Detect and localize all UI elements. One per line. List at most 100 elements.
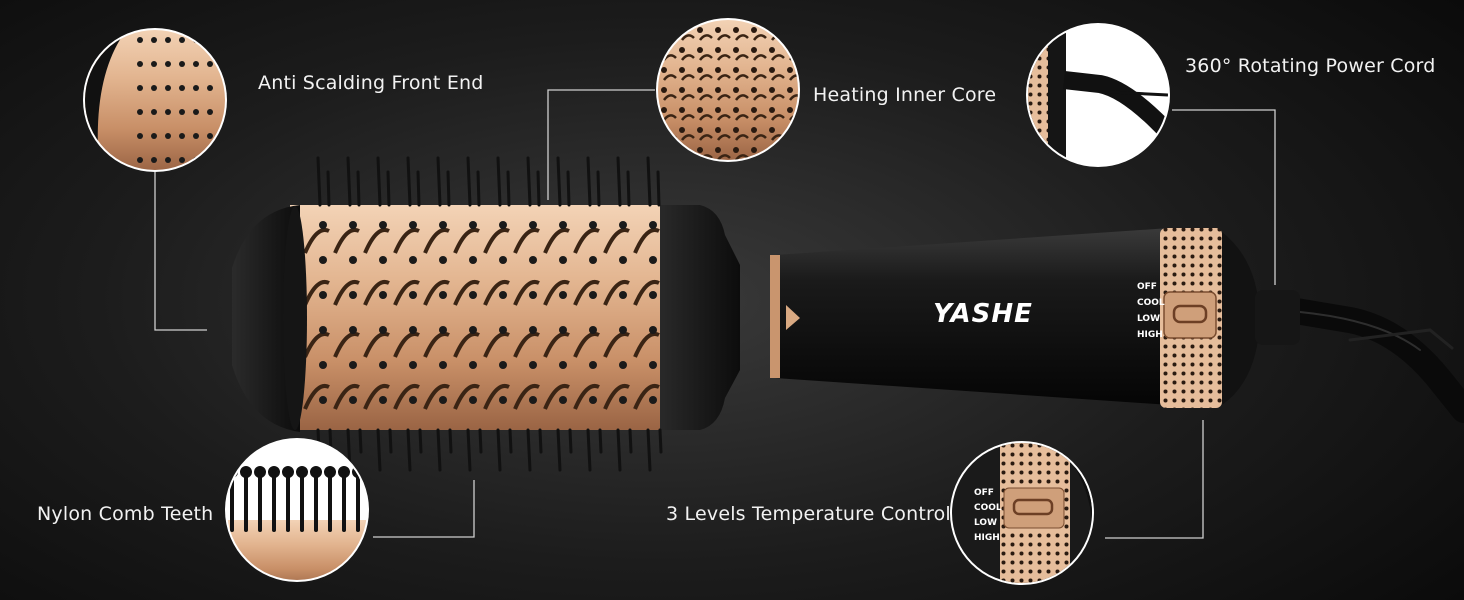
bristle-base <box>469 326 477 334</box>
core-detail-dot <box>769 67 775 73</box>
core-detail-dot <box>679 147 685 153</box>
bristle-base <box>499 256 507 264</box>
label-temperature-control: 3 Levels Temperature Control <box>666 503 951 525</box>
bristle-base <box>529 256 537 264</box>
temp-detail-low: LOW <box>974 518 997 528</box>
bristle-top <box>596 170 601 207</box>
bristle-top <box>506 170 511 207</box>
bristle-base <box>349 291 357 299</box>
core-detail-dot <box>697 87 703 93</box>
core-detail-slot <box>717 94 731 101</box>
bristle-base <box>319 256 327 264</box>
label-rotating-power-cord: 360° Rotating Power Cord <box>1185 55 1436 77</box>
label-nylon-comb-teeth: Nylon Comb Teeth <box>37 503 214 525</box>
core-detail-slot <box>717 154 731 160</box>
front-detail-dot <box>179 109 185 115</box>
front-detail-dot <box>179 37 185 43</box>
core-detail-dot <box>787 27 793 33</box>
front-detail-dot <box>207 37 213 43</box>
core-detail-dot <box>787 147 793 153</box>
front-cap <box>232 205 307 432</box>
bristle-top <box>326 170 331 207</box>
core-detail-slot <box>735 34 749 41</box>
core-detail-dot <box>715 127 721 133</box>
barrel <box>290 156 663 472</box>
barrel-slot <box>393 280 420 306</box>
bristle-base <box>529 291 537 299</box>
barrel-slot <box>423 332 450 358</box>
bristle-base <box>649 291 657 299</box>
bristle-top <box>556 156 562 207</box>
bristle-base <box>589 361 597 369</box>
bristle-bottom <box>628 428 633 454</box>
barrel-slot <box>333 384 360 410</box>
barrel-slot <box>363 332 390 358</box>
bristle-base <box>499 326 507 334</box>
barrel-slot <box>333 332 360 358</box>
barrel-slot <box>453 228 480 254</box>
core-detail-dot <box>715 67 721 73</box>
front-detail-dot <box>179 157 185 163</box>
core-detail-dot <box>697 47 703 53</box>
bristle-bottom <box>478 428 483 454</box>
core-detail-slot <box>753 134 767 141</box>
core-detail-slot <box>663 34 677 41</box>
core-detail-dot <box>661 147 667 153</box>
front-detail-dot <box>193 109 199 115</box>
bristle-top <box>346 156 352 207</box>
bristle-top <box>406 156 412 207</box>
brush-neck <box>655 205 740 430</box>
barrel-slot <box>483 280 510 306</box>
core-detail-slot <box>735 54 749 61</box>
bristle-base <box>589 256 597 264</box>
bristle-top <box>356 170 361 207</box>
bristle-base <box>619 256 627 264</box>
front-detail-dot <box>151 109 157 115</box>
comb-tooth-tip <box>268 466 280 478</box>
temp-detail-off: OFF <box>974 488 994 498</box>
bristle-top <box>376 156 382 207</box>
barrel-slot <box>573 280 600 306</box>
barrel-slot <box>363 228 390 254</box>
core-detail-dot <box>715 47 721 53</box>
bristle-top <box>526 156 532 207</box>
core-detail-slot <box>753 34 767 41</box>
detail-comb-teeth <box>225 438 369 582</box>
core-detail-slot <box>663 94 677 101</box>
core-detail-dot <box>679 27 685 33</box>
bristle-base <box>649 361 657 369</box>
core-detail-dot <box>733 127 739 133</box>
core-detail-slot <box>771 74 785 81</box>
bristle-base <box>319 326 327 334</box>
temp-detail-cool: COOL <box>974 503 1002 513</box>
barrel-slot <box>303 332 330 358</box>
front-detail-dot <box>165 157 171 163</box>
leader-comb-teeth <box>373 480 475 538</box>
core-detail-slot <box>735 134 749 141</box>
bristle-base <box>469 396 477 404</box>
leader-power-cord <box>1172 109 1276 285</box>
detail-temperature: OFF COOL LOW HIGH <box>950 441 1094 585</box>
core-detail-dot <box>697 27 703 33</box>
barrel-slot <box>303 384 330 410</box>
bristle-base <box>379 256 387 264</box>
core-detail-dot <box>787 107 793 113</box>
core-detail-dot <box>751 87 757 93</box>
bristle-base <box>619 396 627 404</box>
core-detail-slot <box>681 34 695 41</box>
core-detail-slot <box>735 114 749 121</box>
bristle-base <box>529 396 537 404</box>
bristle-base <box>379 291 387 299</box>
core-detail-slot <box>717 34 731 41</box>
front-detail-dot <box>179 61 185 67</box>
barrel-slot <box>573 384 600 410</box>
comb-tooth-tip <box>254 466 266 478</box>
core-detail-slot <box>699 94 713 101</box>
barrel-slot <box>303 280 330 306</box>
leader-front-end <box>154 172 207 331</box>
core-detail-slot <box>699 134 713 141</box>
core-detail-dot <box>697 107 703 113</box>
front-detail-dot <box>207 133 213 139</box>
core-detail-slot <box>753 94 767 101</box>
